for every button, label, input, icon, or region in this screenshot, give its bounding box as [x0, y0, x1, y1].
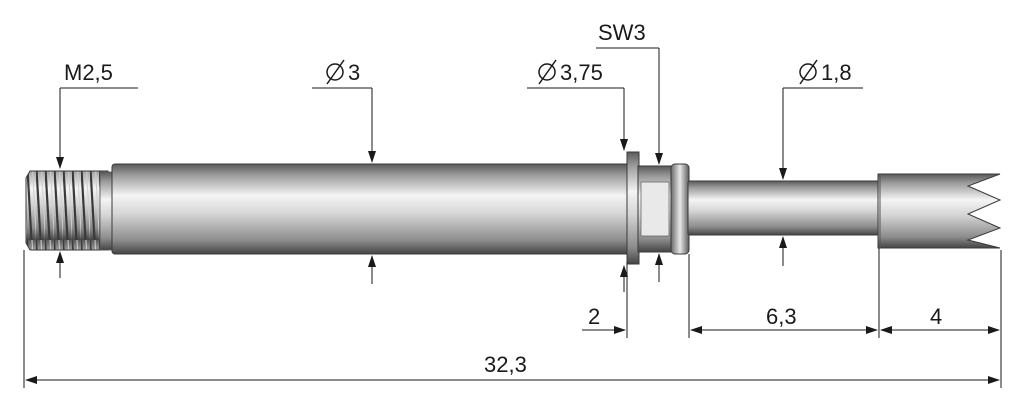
collar-length-dimension: 2: [582, 304, 626, 334]
collar-length-label: 2: [588, 304, 600, 329]
screw-part: [25, 151, 1002, 265]
tip-length-label: 4: [930, 304, 942, 329]
total-length-label: 32,3: [484, 352, 527, 377]
diameter-symbol-icon: [538, 59, 557, 85]
diameter-symbol-icon: [326, 59, 345, 85]
total-length-dimension: 32,3: [25, 352, 1000, 384]
pin-diameter-label: 1,8: [821, 60, 852, 85]
shaft-diameter-label: 3: [348, 60, 360, 85]
ring: [670, 163, 690, 255]
wrench-size-callout: SW3: [596, 20, 663, 282]
collar-diameter-label: 3,75: [560, 60, 603, 85]
main-shaft: [111, 163, 631, 255]
thread-section: [25, 170, 115, 251]
tip-length-dimension: 4: [880, 304, 1000, 334]
pin-length-label: 6,3: [766, 304, 797, 329]
collar: [626, 151, 640, 265]
crown-tip: [877, 173, 1002, 249]
wrench-size-label: SW3: [598, 20, 646, 45]
shaft-diameter-callout: 3: [312, 59, 376, 284]
diameter-symbol-icon: [799, 59, 818, 85]
thread-callout: M2,5: [56, 60, 138, 278]
pin-shaft: [687, 180, 884, 236]
pin-diameter-callout: 1,8: [779, 59, 863, 266]
pin-length-dimension: 6,3: [690, 304, 878, 334]
hex-section: [637, 165, 673, 253]
collar-diameter-callout: 3,75: [527, 59, 628, 292]
extension-lines: [23, 248, 1002, 388]
thread-label: M2,5: [64, 60, 113, 85]
